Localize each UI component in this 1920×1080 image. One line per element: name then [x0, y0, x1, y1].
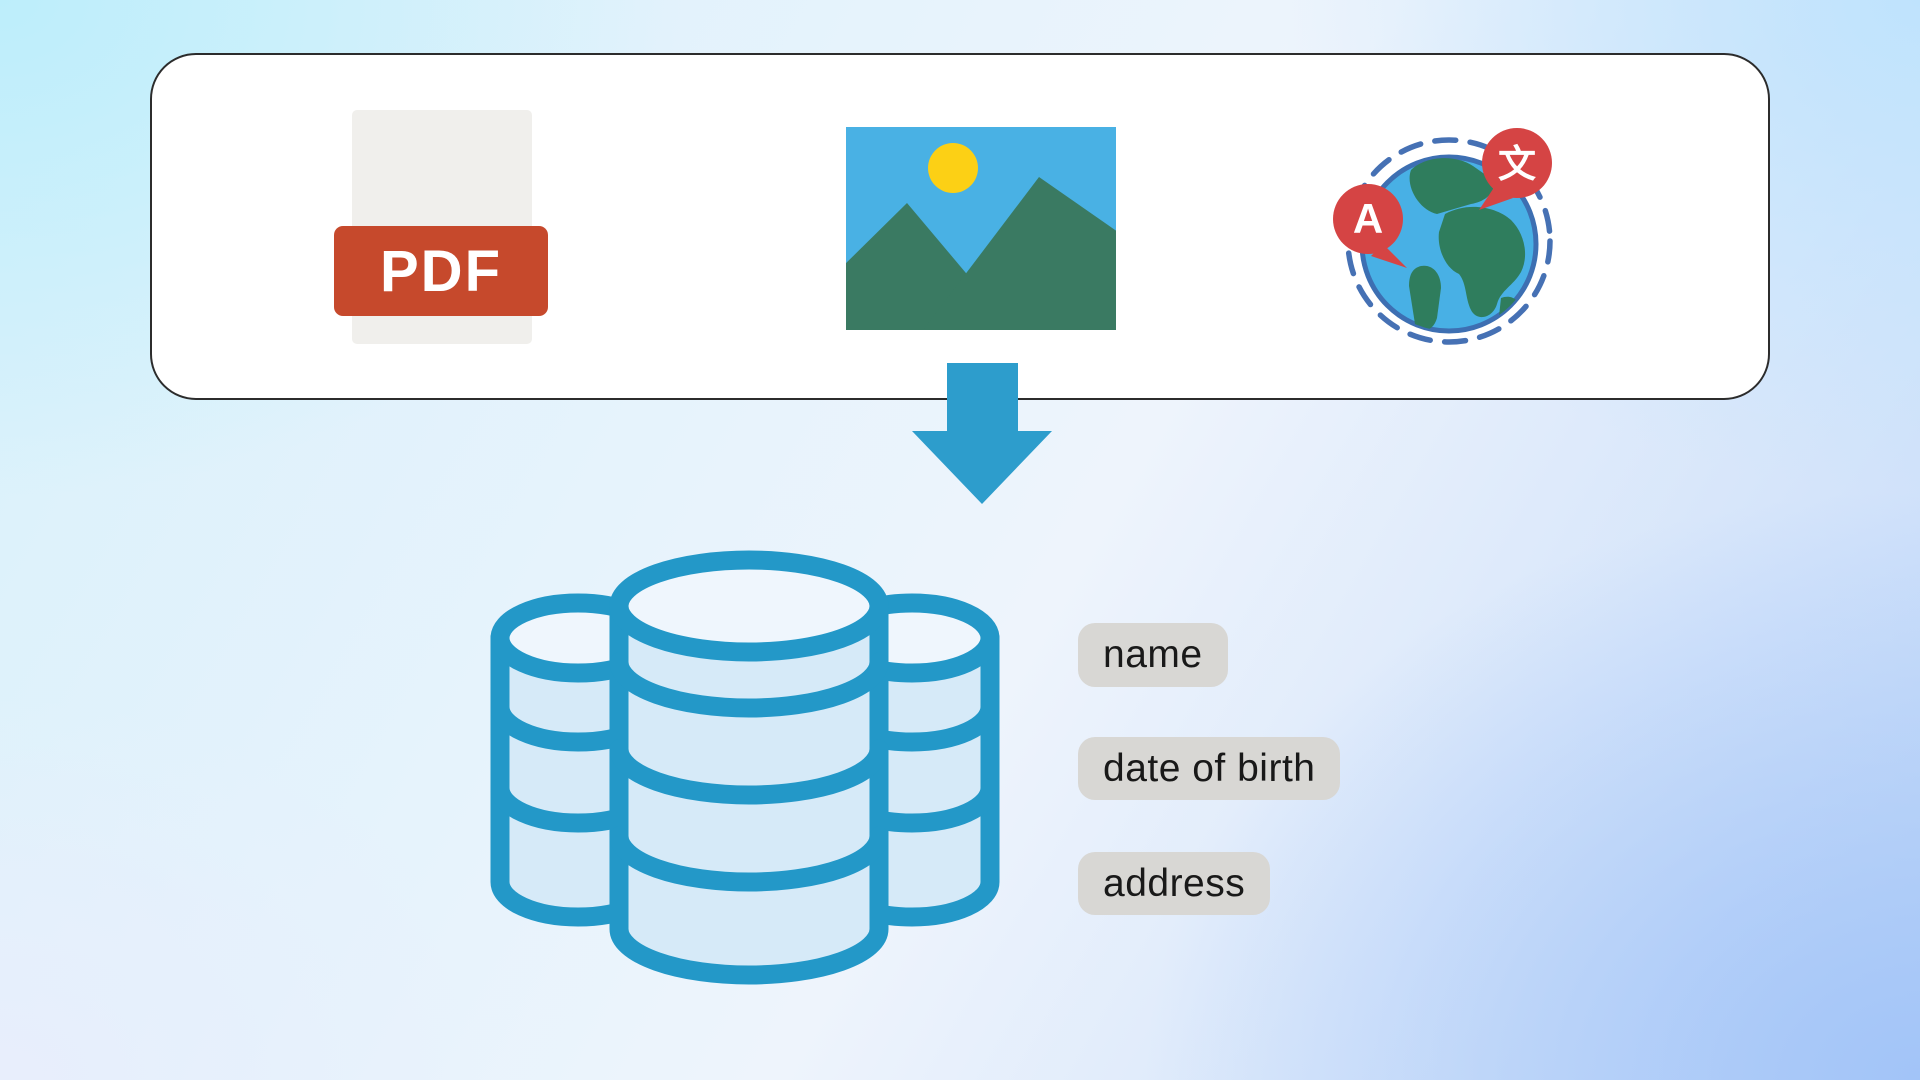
field-label: date of birth — [1103, 746, 1316, 790]
field-pill-name: name — [1078, 623, 1228, 687]
pdf-label: PDF — [380, 238, 502, 304]
cjk-bubble-icon: 文 — [1479, 128, 1552, 210]
down-arrow-icon — [912, 363, 1052, 504]
pdf-icon: PDF — [334, 110, 564, 344]
field-pill-date-of-birth: date of birth — [1078, 737, 1341, 800]
cjk-char: 文 — [1498, 144, 1536, 186]
latin-bubble-icon: A — [1333, 184, 1407, 268]
field-pill-address: address — [1078, 852, 1271, 915]
latin-char: A — [1353, 195, 1383, 242]
pdf-banner: PDF — [334, 226, 548, 316]
field-label: address — [1103, 861, 1246, 905]
mountains-icon — [846, 177, 1116, 330]
db-cylinder-center — [609, 550, 889, 985]
translate-globe-icon: A 文 — [1333, 128, 1553, 345]
sun-icon — [928, 143, 978, 193]
database-icon — [490, 550, 1000, 985]
field-label: name — [1103, 633, 1203, 676]
image-icon — [846, 127, 1116, 330]
